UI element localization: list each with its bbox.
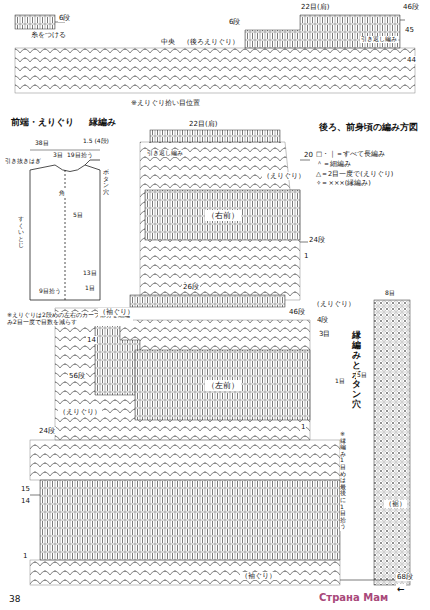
chart-label: 糸をつける bbox=[30, 31, 67, 39]
chart-label: ※えりぐり拾い目位置 bbox=[130, 99, 201, 107]
legend-entry: □・｜＝すべて長編み bbox=[316, 150, 416, 160]
panel-label: （左前） bbox=[205, 380, 241, 391]
chart-label: 13目 bbox=[82, 270, 98, 277]
chart-label: 24段 bbox=[38, 427, 56, 435]
chart-label: ※縁編み1目めは最後に1目拾う bbox=[340, 430, 346, 531]
chart-label: 角 bbox=[58, 190, 66, 197]
row-markers bbox=[30, 20, 405, 580]
chart-label: 45 bbox=[404, 26, 415, 34]
panel-label: （右前） bbox=[205, 210, 241, 221]
chart-label: （袖ぐり） bbox=[240, 572, 277, 580]
legend-entry: △＝2目一度で(えりぐり) bbox=[316, 170, 416, 180]
chart-label: 6段 bbox=[58, 14, 71, 22]
chart-label: 1.5 (4段) bbox=[82, 138, 110, 145]
chart-label: （裾） bbox=[384, 500, 407, 508]
chart-label: 22目(肩) bbox=[300, 3, 330, 11]
legend-entry: ＾＝細編み bbox=[316, 160, 416, 170]
chart-label: 引き返し編み bbox=[146, 150, 184, 157]
chart-label: 8目 bbox=[384, 290, 396, 297]
chart-label: 15 bbox=[20, 485, 31, 493]
chart-label: （えりぐり） bbox=[262, 172, 306, 180]
chart-title: 後ろ、前身頃の編み方図 bbox=[318, 122, 419, 132]
chart-panel: （左前） bbox=[135, 350, 310, 420]
chart-label: 24段 bbox=[308, 236, 326, 244]
chart-label: 20 bbox=[303, 151, 314, 159]
chart-label: 1 bbox=[300, 423, 306, 431]
chart-label: 19目拾う bbox=[66, 152, 94, 159]
chart-label: 前端・えりぐり bbox=[10, 118, 75, 128]
border-column bbox=[374, 300, 410, 585]
chart-label: 中央 bbox=[160, 38, 176, 46]
chart-label: 46段 bbox=[288, 308, 306, 316]
chart-label: すくいとじ bbox=[18, 215, 24, 250]
chart-label: 5目 bbox=[356, 372, 368, 379]
chart-label: （後ろえりぐり） bbox=[182, 38, 240, 46]
chart-label: 1 bbox=[303, 252, 309, 260]
chart-label: 44 bbox=[406, 56, 417, 64]
chart-label: 5目 bbox=[72, 212, 84, 219]
chart-label: 引き抜きはぎ bbox=[4, 158, 42, 165]
stitch-grid bbox=[15, 15, 400, 560]
chart-label: 3目 bbox=[318, 330, 331, 338]
chart-label: 縁編みとボタン穴 bbox=[352, 330, 361, 411]
chart-label: 14 bbox=[86, 336, 97, 344]
chart-label: 3目 bbox=[52, 152, 64, 159]
chart-label: 4段 bbox=[316, 316, 329, 324]
chart-label: （袖ぐり） bbox=[98, 308, 135, 316]
chart-label: 縁編み bbox=[88, 118, 117, 128]
legend: □・｜＝すべて長編み＾＝細編み△＝2目一度で(えりぐり)✧＝×××(縁編み) bbox=[316, 150, 416, 189]
watermark: Страна Мам bbox=[318, 592, 389, 604]
page-number: 38 bbox=[8, 594, 21, 604]
chart-label: ボタン穴 bbox=[103, 168, 109, 196]
chart-label: （えりぐり） bbox=[312, 300, 356, 308]
garment-schematic bbox=[30, 150, 100, 300]
chart-label: 1 bbox=[22, 552, 28, 560]
chart-label: 38目 bbox=[34, 140, 50, 147]
chart-label: 68段 bbox=[396, 573, 414, 581]
chart-label: 56段 bbox=[68, 372, 86, 380]
chart-label: 14 bbox=[20, 497, 31, 505]
chart-label: 22目(肩) bbox=[188, 120, 218, 128]
chart-label: 46段 bbox=[402, 3, 420, 11]
chart-label: 26段 bbox=[182, 283, 200, 291]
chart-label: ← bbox=[396, 584, 406, 594]
chart-label: 1目 bbox=[334, 378, 346, 385]
chart-label: （えりぐり） bbox=[58, 408, 102, 416]
chart-label: 6段 bbox=[228, 18, 241, 26]
chart-label: 9目拾う bbox=[38, 288, 62, 295]
chart-panel: （右前） bbox=[145, 190, 300, 240]
legend-entry: ✧＝×××(縁編み) bbox=[316, 179, 416, 189]
chart-label: 1目 bbox=[84, 285, 96, 292]
chart-label: 引き返し編み bbox=[360, 36, 398, 43]
